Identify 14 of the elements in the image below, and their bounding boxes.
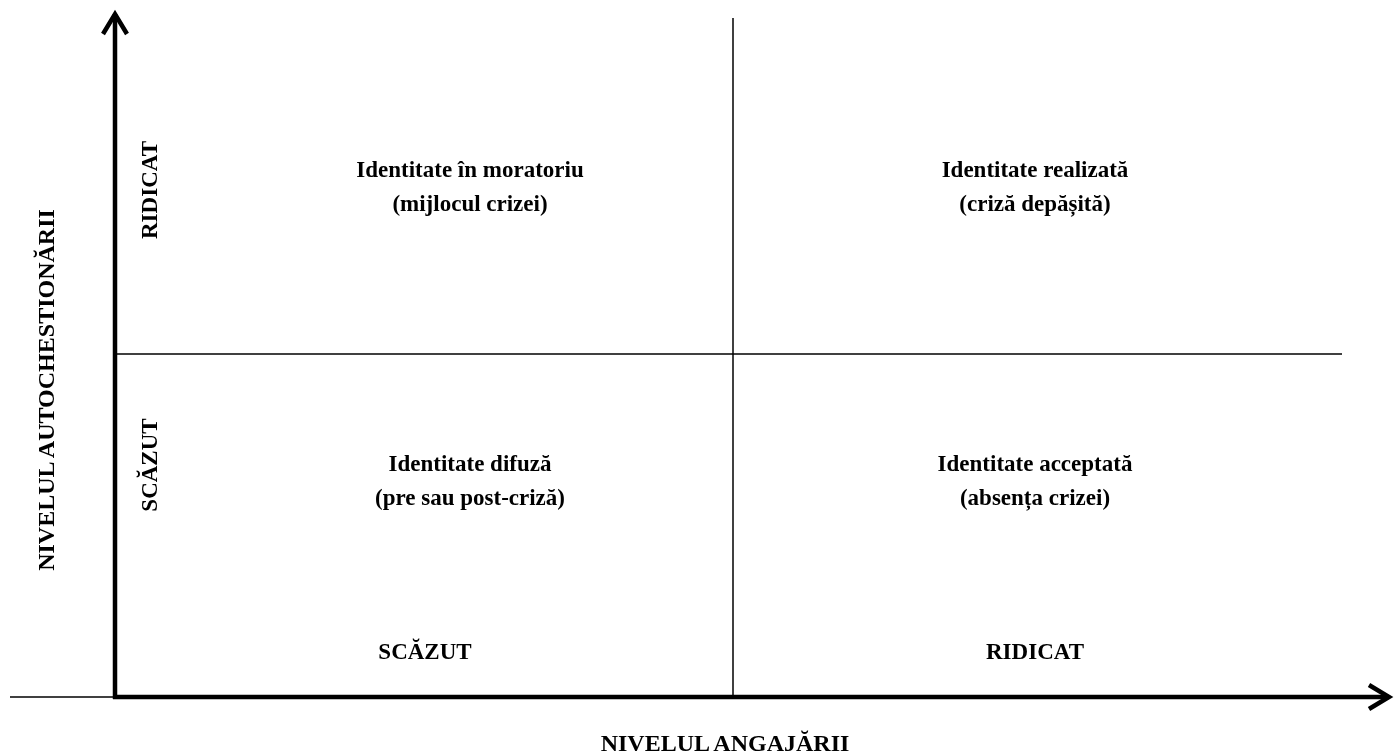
axis-level-label: SCĂZUT [378, 638, 472, 666]
quadrant-title: Identitate acceptată [937, 450, 1133, 478]
axis-level-label: RIDICAT [136, 141, 163, 239]
quadrant-subtitle: (absența crizei) [959, 484, 1111, 512]
axis-level-label: RIDICAT [986, 638, 1084, 666]
quadrant-subtitle: (pre sau post-criză) [375, 484, 565, 512]
quadrant-title: Identitate în moratoriu [356, 156, 584, 184]
axis-title: NIVELUL AUTOCHESTIONĂRII [33, 209, 61, 571]
quadrant-subtitle: (criză depășită) [959, 190, 1111, 218]
axis-level-label: SCĂZUT [136, 418, 163, 512]
quadrant-title: Identitate difuză [388, 450, 552, 478]
quadrant-title: Identitate realizată [941, 156, 1129, 184]
axis-title: NIVELUL ANGAJĂRII [600, 730, 850, 756]
quadrant-subtitle: (mijlocul crizei) [392, 190, 548, 218]
